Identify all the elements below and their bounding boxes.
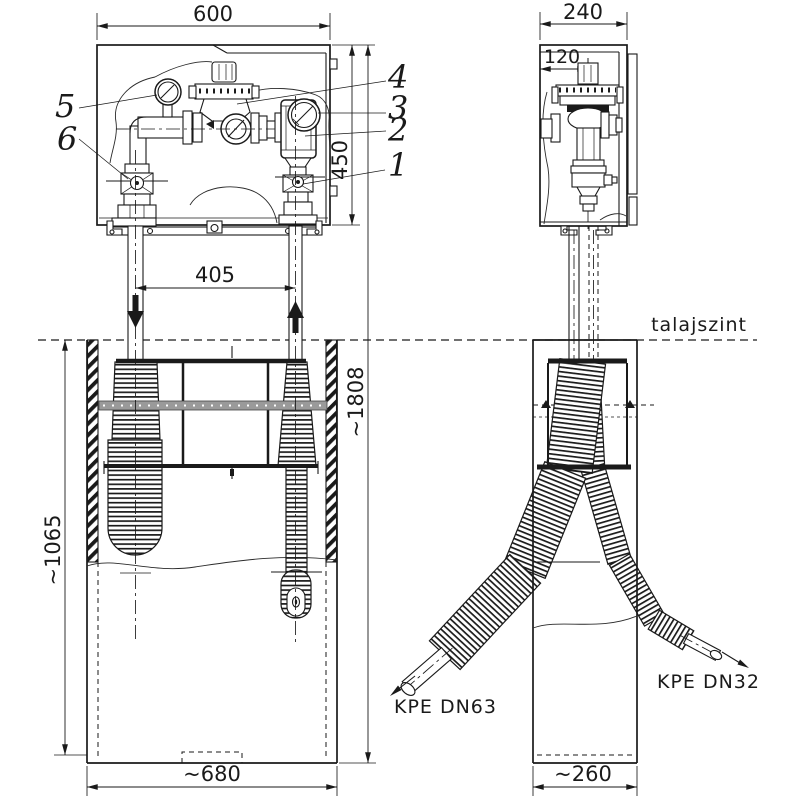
dim-total-height: ~1808: [339, 45, 376, 764]
backplate-contour: [109, 76, 156, 164]
riser-pipes-front: [127, 225, 303, 363]
dim-side-base-width: ~260: [532, 762, 638, 796]
svg-text:~1808: ~1808: [344, 366, 368, 437]
callout-4: 4: [387, 58, 408, 96]
base-flange-right: [278, 214, 318, 225]
dim-front-width: 600: [96, 2, 331, 40]
dim-pipe-spacing: 405: [135, 263, 296, 291]
door-strip-lower: [628, 196, 638, 226]
backplate-contour: [599, 213, 627, 221]
corrugated-sleeve-left: [107, 439, 163, 556]
corrugated-conduit-dn63: [400, 357, 607, 696]
outlet-pipe-label: KPE DN63: [394, 696, 497, 718]
svg-text:240: 240: [563, 0, 603, 24]
flow-direction-arrows: [127, 295, 304, 333]
backplate-contour: [251, 88, 331, 171]
inlet-assembly-front: [106, 78, 187, 227]
diaphragm-housing: [194, 83, 254, 100]
dim-side-width: 240: [539, 0, 628, 40]
hinge-bottom: [329, 185, 338, 197]
flow-arrow-dn63-icon: [390, 685, 402, 696]
callout-3: 3: [388, 89, 408, 127]
pedestal-side: [400, 339, 725, 764]
hinge-top: [329, 58, 338, 70]
pedestal-front: [86, 96, 338, 764]
pressure-regulator-front: [116, 61, 282, 145]
callout-5: 5: [55, 87, 75, 125]
valve-nut: [124, 163, 150, 174]
front-view: 600: [41, 2, 376, 796]
dim-base-width: ~680: [86, 762, 338, 796]
callouts: 4 3 2 1 5 6: [55, 58, 408, 185]
base-flange-left: [111, 217, 157, 227]
pipe-labels: KPE DN63 KPE DN32: [390, 651, 760, 718]
pressure-gauge-icon: [154, 78, 182, 106]
gauge-needle: [160, 84, 175, 99]
callout-6: 6: [57, 120, 77, 158]
dim-front-height: 450: [328, 44, 375, 226]
cabinet-side: [539, 44, 638, 227]
flow-arrow-dn32-icon: [737, 659, 749, 668]
svg-text:600: 600: [193, 2, 233, 26]
svg-text:405: 405: [195, 263, 235, 287]
side-view: 240 120: [390, 0, 760, 796]
flange: [192, 112, 203, 143]
flange: [182, 110, 193, 145]
cabinet-front: [96, 44, 338, 226]
inlet-pipe-label: KPE DN32: [657, 671, 760, 693]
ground-level-line: talajszint: [38, 314, 757, 341]
ground-level-label: talajszint: [651, 314, 747, 336]
regulator-cap: [211, 61, 237, 83]
svg-text:120: 120: [544, 46, 580, 68]
callout-2: 2: [387, 111, 408, 149]
corrugated-conduit-right: [277, 361, 317, 467]
svg-text:~260: ~260: [554, 762, 612, 786]
cabinet-mounting-rail: [106, 220, 323, 236]
base-notch: [181, 751, 243, 763]
callout-1: 1: [388, 146, 408, 184]
backplate-contour: [189, 186, 278, 224]
svg-text:450: 450: [328, 140, 352, 180]
door-strip: [627, 53, 638, 195]
riser-pipes-side: [568, 226, 599, 362]
pedestal-wall-left: [86, 339, 99, 563]
svg-text:~680: ~680: [183, 762, 241, 786]
backplate-contour: [154, 61, 213, 78]
soil-break-line: [532, 615, 638, 629]
backplate-contour: [542, 91, 550, 225]
dim-below-ground: ~1065: [41, 340, 87, 756]
svg-text:~1065: ~1065: [41, 514, 65, 585]
pedestal-wall-right: [325, 339, 338, 563]
regulator-side: [540, 58, 624, 236]
elbow-horizontal-pipe: [137, 116, 187, 139]
gauge-needle: [294, 105, 314, 125]
gauge-stem: [162, 103, 173, 118]
filter-unit-front: [274, 98, 325, 225]
